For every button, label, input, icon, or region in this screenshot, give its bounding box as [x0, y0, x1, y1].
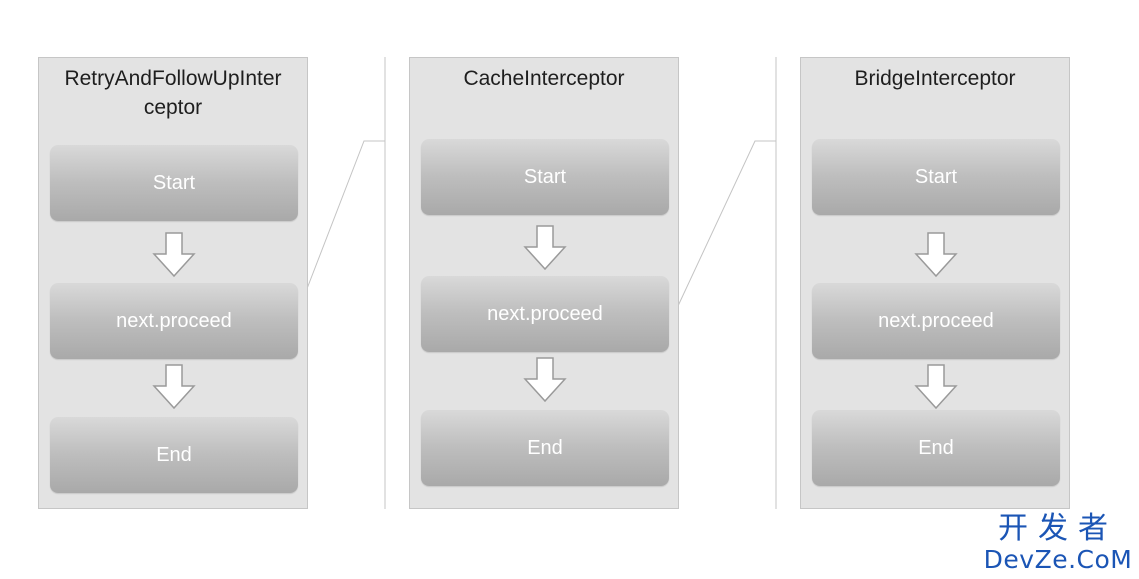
watermark-latin-text: DevZe.CoM — [983, 545, 1133, 574]
step-end: End — [421, 410, 669, 486]
step-next-proceed: next.proceed — [50, 283, 298, 359]
step-start: Start — [421, 139, 669, 215]
panel-title-line-1: CacheInterceptor — [463, 67, 625, 90]
watermark-chinese-text: 开发者 — [998, 511, 1118, 546]
step-next-proceed: next.proceed — [421, 276, 669, 352]
down-arrow-icon — [523, 357, 567, 403]
down-arrow-icon — [914, 364, 958, 410]
step-start: Start — [50, 145, 298, 221]
panel-title-line-1: RetryAndFollowUpInter — [64, 67, 282, 90]
down-arrow-icon — [152, 232, 196, 278]
panel-cache-interceptor: CacheInterceptor Start next.proceed End — [409, 57, 679, 509]
panel-title-line-2: ceptor — [143, 96, 203, 119]
panel-title: BridgeInterceptor — [801, 64, 1069, 93]
step-end: End — [50, 417, 298, 493]
panel-title: RetryAndFollowUpInter ceptor — [39, 64, 307, 122]
step-end: End — [812, 410, 1060, 486]
link-line-1 — [297, 140, 385, 313]
link-line-2 — [677, 140, 776, 307]
panel-title-line-1: BridgeInterceptor — [854, 67, 1016, 90]
down-arrow-icon — [152, 364, 196, 410]
panel-title: CacheInterceptor — [410, 64, 678, 93]
step-next-proceed: next.proceed — [812, 283, 1060, 359]
panel-retry-follow-up-interceptor: RetryAndFollowUpInter ceptor Start next.… — [38, 57, 308, 509]
panel-bridge-interceptor: BridgeInterceptor Start next.proceed End — [800, 57, 1070, 509]
step-start: Start — [812, 139, 1060, 215]
down-arrow-icon — [523, 225, 567, 271]
watermark-logo: 开发者 DevZe.CoM — [983, 512, 1133, 574]
down-arrow-icon — [914, 232, 958, 278]
